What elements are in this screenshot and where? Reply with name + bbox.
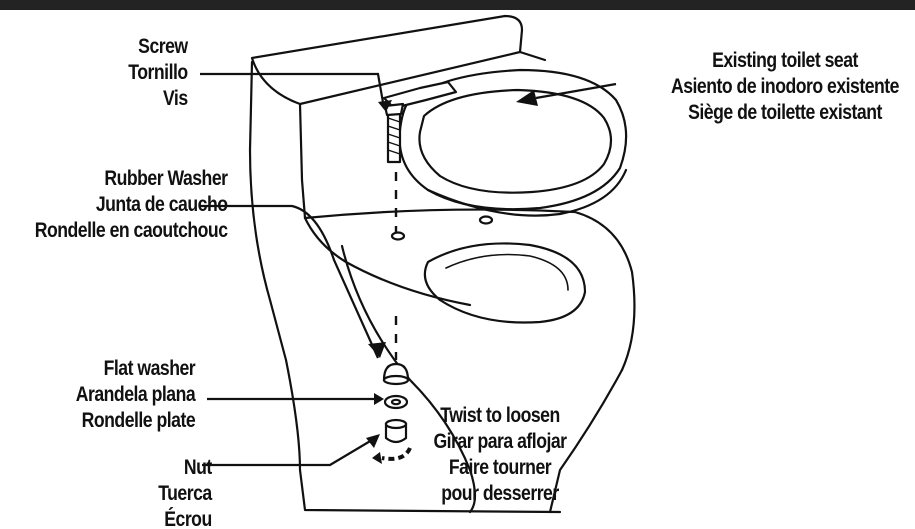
flat-washer-label-fr: Rondelle plate	[81, 409, 195, 432]
nut-label-es: Tuerca	[158, 482, 212, 505]
bowl-body	[340, 244, 477, 514]
flat-washer-label-en: Flat washer	[103, 357, 195, 380]
rubber-washer-label-fr: Rondelle en caoutchouc	[34, 219, 227, 242]
nut-label: Nut Tuerca Écrou	[158, 455, 212, 529]
seat-label-fr: Siège de toilette existant	[688, 101, 882, 124]
rubber-washer-label-es: Junta de caucho	[95, 193, 227, 216]
twist-arrow	[381, 447, 412, 461]
seat-label-es: Asiento de inodoro existente	[670, 75, 899, 98]
rubber-washer-label: Rubber Washer Junta de caucho Rondelle e…	[34, 166, 227, 244]
bowl-rim-plane	[303, 208, 636, 372]
seat-inner	[418, 88, 613, 194]
rubber-washer-label-en: Rubber Washer	[103, 167, 228, 190]
seat-label: Existing toilet seat Asiento de inodoro …	[646, 48, 915, 126]
twist-label-fr2: pour desserrer	[441, 482, 559, 505]
screw-label-es: Tornillo	[128, 61, 189, 84]
leader-nut	[202, 439, 373, 467]
mount-hole-right	[478, 215, 494, 225]
twist-label: Twist to loosen Girar para aflojar Faire…	[429, 403, 572, 507]
screw-label-en: Screw	[138, 35, 189, 58]
screw-label-fr: Vis	[163, 87, 188, 110]
twist-label-en: Twist to loosen	[440, 404, 560, 427]
seat-outer	[398, 68, 628, 211]
screw-label: Screw Tornillo Vis	[128, 34, 189, 112]
nut-label-en: Nut	[184, 456, 212, 479]
leader-rubber-washer	[200, 204, 380, 359]
flat-washer-label-es: Arandela plana	[75, 383, 196, 406]
leader-seat	[535, 82, 617, 100]
twist-label-es: Girar para aflojar	[433, 430, 567, 453]
twist-label-fr1: Faire tourner	[448, 456, 552, 479]
top-border-bar	[0, 0, 915, 10]
mount-hole-left	[390, 231, 406, 241]
tank-body	[248, 60, 562, 514]
flat-washer-label: Flat washer Arandela plana Rondelle plat…	[75, 356, 196, 434]
leader-screw	[200, 72, 386, 109]
bowl-opening	[423, 242, 587, 324]
nut-label-fr: Écrou	[164, 508, 213, 529]
seat-label-en: Existing toilet seat	[712, 49, 858, 72]
